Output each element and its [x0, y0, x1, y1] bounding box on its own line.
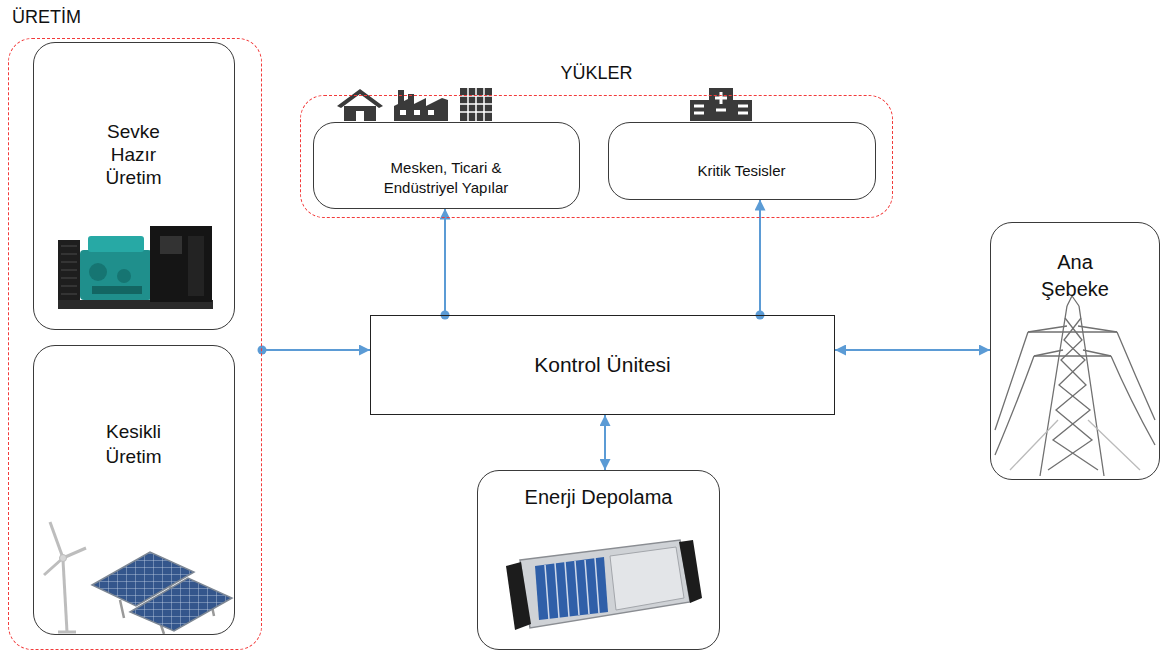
box-label: Enerji Depolama: [525, 485, 673, 510]
flow-arrow: [759, 200, 761, 316]
loads-group: Mesken, Ticari & Endüstriyel Yapılar Krit…: [300, 95, 893, 218]
generator-illustration: [58, 226, 213, 309]
dispatchable-generation-box: Sevke Hazır Üretim: [33, 42, 235, 330]
box-label: Kontrol Ünitesi: [534, 352, 671, 378]
building-loads-box: Mesken, Ticari & Endüstriyel Yapılar: [313, 122, 580, 209]
flow-arrow: [262, 349, 370, 351]
flow-arrow: [444, 209, 446, 316]
box-label: Ana Şebeke: [1030, 249, 1120, 303]
box-label: Mesken, Ticari & Endüstriyel Yapılar: [356, 158, 536, 198]
main-grid-box: Ana Şebeke: [990, 222, 1160, 480]
solar-panel-illustration: [92, 552, 232, 634]
wind-turbine-illustration: [44, 522, 86, 632]
hospital-icon: [690, 88, 752, 121]
box-label: Kesikli Üretim: [89, 419, 179, 469]
energy-storage-box: Enerji Depolama: [477, 470, 720, 650]
box-label: Kritik Tesisler: [697, 161, 785, 181]
junction-dot: [258, 346, 267, 355]
office-building-icon: [460, 88, 492, 121]
critical-facilities-box: Kritik Tesisler: [608, 122, 876, 200]
flow-arrow: [604, 415, 606, 470]
group-heading: ÜRETİM: [12, 7, 81, 28]
house-icon: [337, 89, 383, 121]
flow-arrow: [835, 349, 990, 351]
battery-illustration: [506, 540, 702, 630]
transmission-tower-illustration: [995, 296, 1155, 476]
control-unit-box: Kontrol Ünitesi: [370, 315, 835, 415]
group-heading: YÜKLER: [301, 63, 892, 84]
box-label: Sevke Hazır Üretim: [89, 120, 179, 189]
intermittent-generation-box: Kesikli Üretim: [33, 345, 235, 635]
generation-group: Sevke Hazır ÜretimKesikli ÜretimÜRETİM: [8, 38, 262, 650]
